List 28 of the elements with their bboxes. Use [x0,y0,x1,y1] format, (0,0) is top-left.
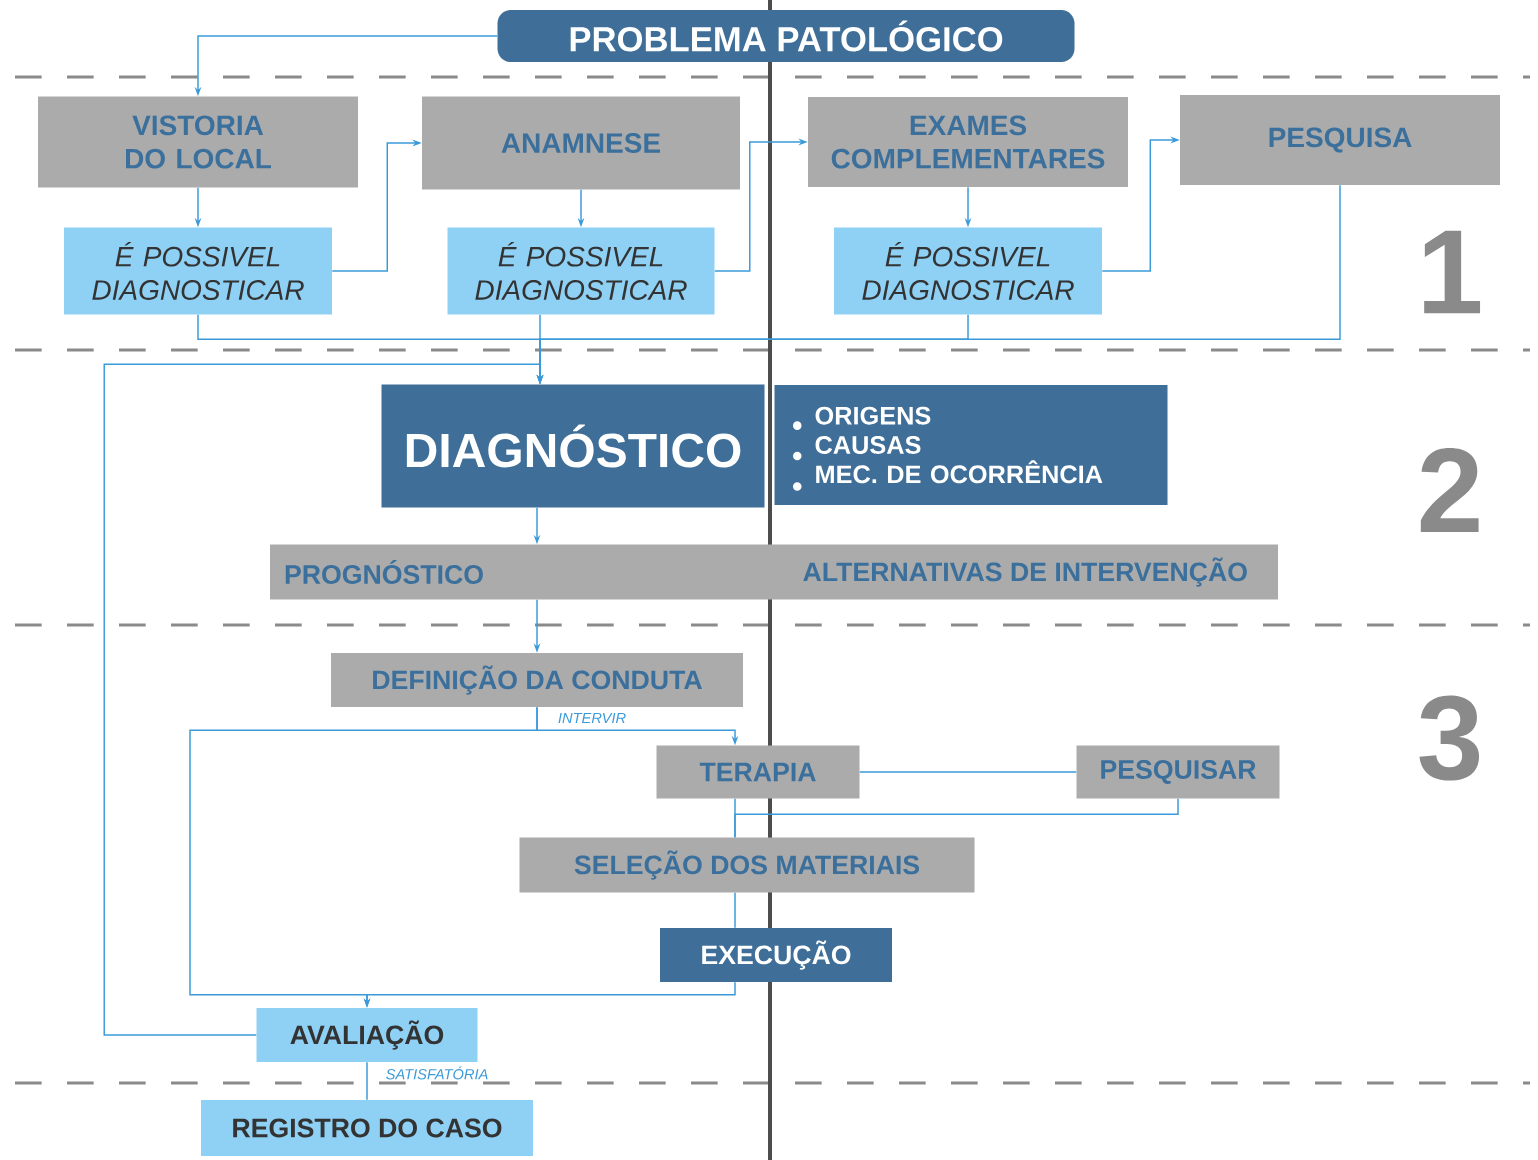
process-box: DIAGNÓSTICO [381,384,765,508]
process-box: EXAMES COMPLEMENTARES [808,97,1128,187]
process-box: PESQUISAR [1076,745,1280,799]
process-box: TERAPIA [656,745,860,799]
process-box: DEFINIÇÃO DA CONDUTA [331,653,743,707]
process-box: PESQUISA [1180,95,1500,185]
process-box: EXECUÇÃO [660,928,892,982]
section-number: 2 [1420,448,1479,532]
process-box: REGISTRO DO CASO [201,1100,533,1156]
process-box: ANAMNESE [422,96,740,190]
edge-label: SATISFATÓRIA [384,1065,490,1081]
process-box: VISTORIA DO LOCAL [38,96,358,188]
edge-label: INTERVIR [556,711,628,725]
connector-line [734,798,736,838]
connector-line [366,1061,368,1101]
connector-line [859,771,1077,773]
process-box: SELEÇÃO DOS MATERIAIS [519,837,975,893]
arrow [103,363,544,1036]
question-box: É POSSIVEL DIAGNOSTICAR [447,227,715,315]
connector-line [734,892,736,929]
title-banner: PROBLEMA PATOLÓGICO [497,10,1075,62]
process-band: PROGNÓSTICO ALTERNATIVAS DE INTERVENÇÃO [270,544,1278,600]
question-box: É POSSIVEL DIAGNOSTICAR [834,227,1102,315]
section-number: 3 [1419,695,1480,781]
section-number: 1 [1424,230,1481,314]
bullet-list-box: ORIGENS CAUSAS MEC. DE OCORRÊNCIA [774,385,1168,505]
process-box: AVALIAÇÃO [256,1008,478,1062]
question-box: É POSSIVEL DIAGNOSTICAR [64,227,332,315]
